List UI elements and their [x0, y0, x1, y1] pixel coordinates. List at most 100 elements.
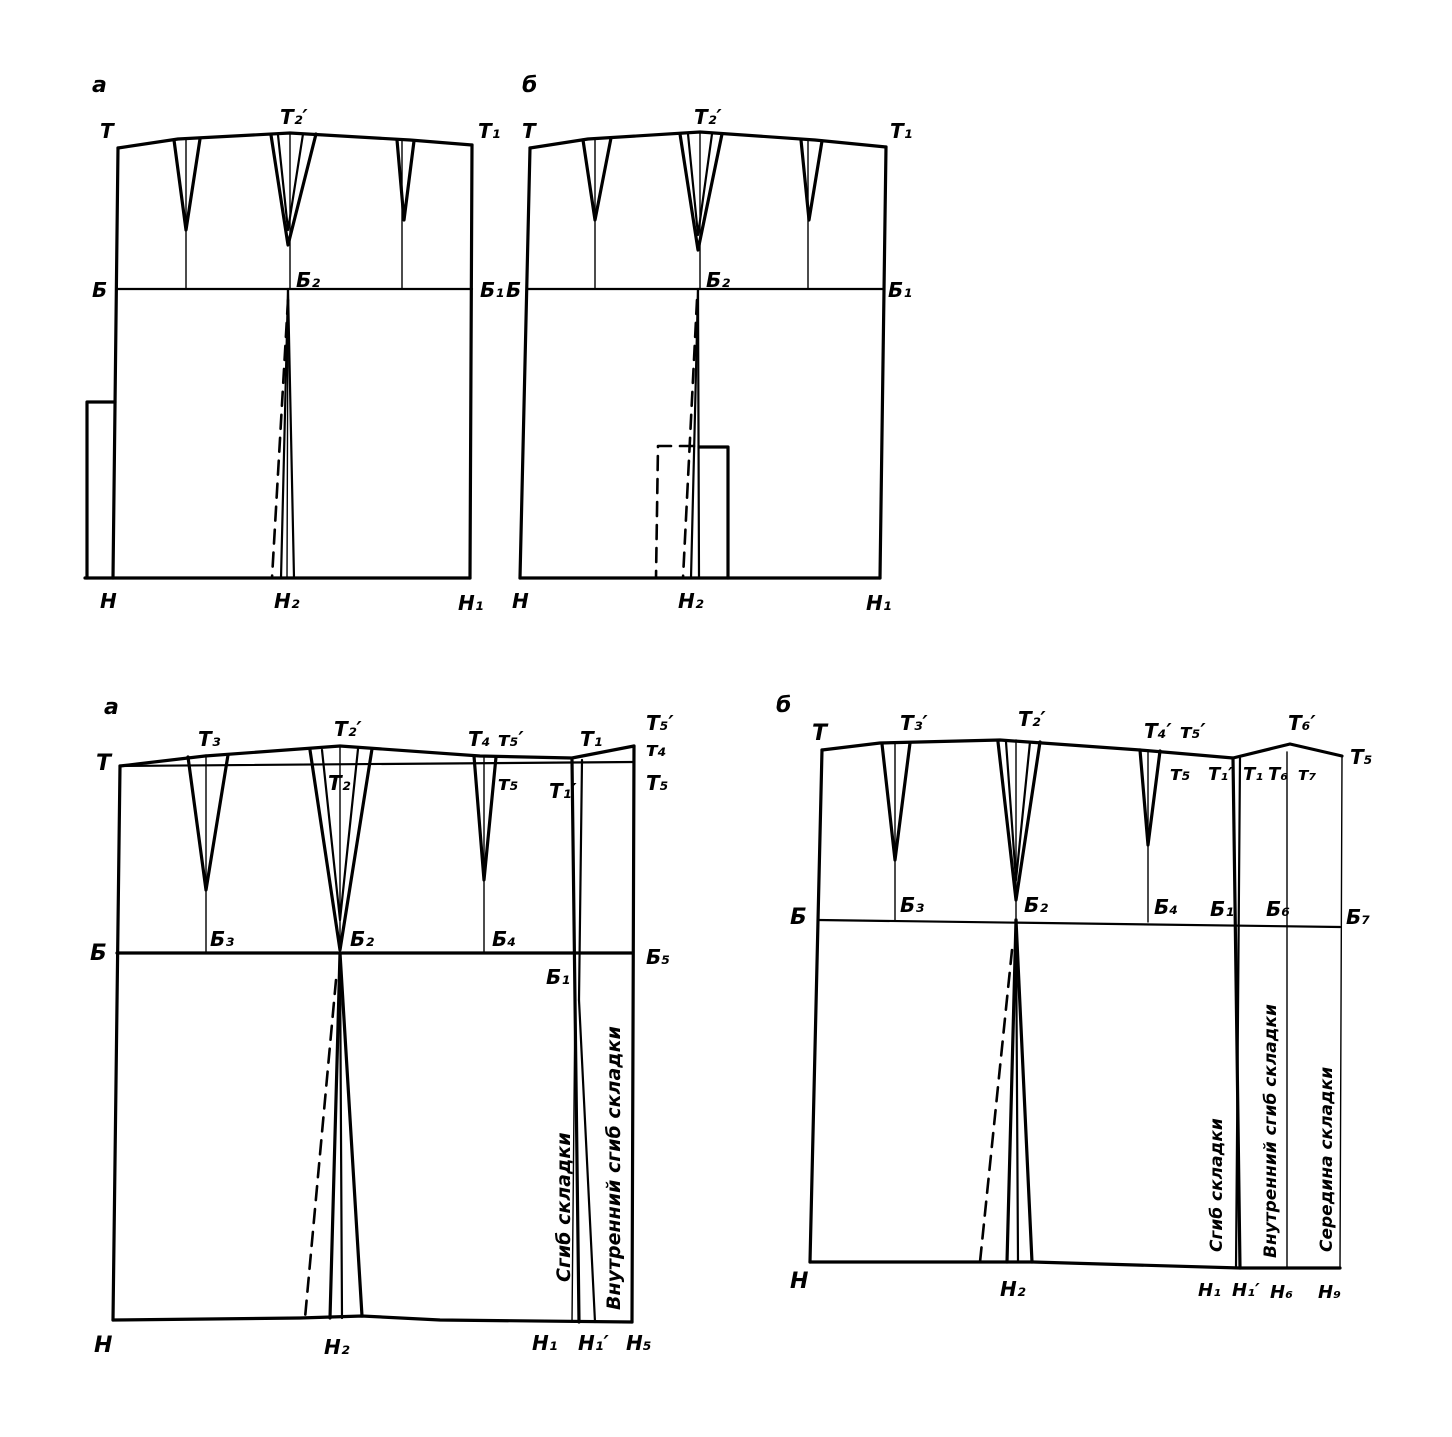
panel-letter: б: [522, 73, 537, 98]
caption-fold: Сгиб складки: [553, 1132, 575, 1282]
hem-line: [808, 1260, 1342, 1270]
side-seam-left: [111, 146, 120, 580]
label-hem-center: Н₂: [274, 589, 300, 613]
label-b3: Б₃: [210, 927, 234, 951]
label-t6p: Т₆′: [1288, 711, 1316, 735]
dart-right: [472, 754, 498, 882]
center-dashed: [681, 298, 699, 580]
pleat-fold-line-2: [577, 758, 584, 1002]
center-line-a: [328, 951, 342, 1320]
center-line-a: [1005, 918, 1018, 1264]
label-hem-left: Н: [512, 589, 529, 613]
label-hem-left: Н: [94, 1333, 112, 1358]
dart-right: [799, 138, 824, 222]
label-h1: Н₁: [1198, 1280, 1221, 1301]
label-m5p: т₅′: [1180, 719, 1206, 743]
label-t1: Т₁: [580, 727, 602, 751]
center-line-b: [1014, 918, 1034, 1264]
label-h1p: Н₁′: [578, 1331, 609, 1355]
label-hem-left: Н: [100, 589, 117, 613]
label-hip-center: Б₂: [1024, 893, 1048, 917]
panel-bottom-left: а Т Т₃ Т₂′ Т₂ Т₄ т₅′ Т₁ Т₅′ т₄: [90, 695, 674, 1359]
label-waist-right: Т₁: [478, 119, 500, 143]
label-hip-left: Б: [506, 278, 521, 302]
label-h1: Н₁: [532, 1331, 558, 1355]
label-b4: Б₄: [1154, 895, 1178, 919]
label-t3: Т₃: [198, 727, 221, 751]
hem-line: [111, 1314, 634, 1324]
pleat-fold-line-3: [577, 998, 597, 1324]
label-b5: Б₅: [646, 945, 670, 969]
label-waist-left: Т: [96, 751, 113, 776]
label-t5: Т₅: [1350, 745, 1372, 769]
dart-center: [996, 740, 1042, 902]
label-t1p: Т₁′: [1208, 764, 1233, 785]
label-h5: Н₅: [626, 1331, 652, 1355]
panel-letter: б: [776, 693, 791, 718]
waist-line: [116, 131, 474, 150]
center-line-c: [1014, 918, 1020, 1264]
label-waist-right: Т₁: [890, 119, 912, 143]
dart-left: [880, 741, 912, 862]
label-waist-left: Т: [522, 119, 537, 143]
side-seam-right: [1339, 755, 1343, 1269]
label-b3: Б₃: [900, 893, 924, 917]
center-dashed: [270, 298, 290, 580]
label-h9: Н₉: [1318, 1282, 1341, 1303]
panel-bottom-right: б Т Т₃′ Т₂′ Т₄′ т₅′ Т₆′ Т₅ т₅ Т₁′ Т₁ Т₆: [776, 693, 1372, 1303]
pleat-extension: [85, 400, 117, 580]
side-seam-left: [808, 748, 824, 1264]
label-t4p: Т₄′: [1144, 719, 1172, 743]
panel-top-right: б Т Т₂′ Т₁ Б Б₂ Б₁ Н Н₂ Н₁: [506, 73, 912, 615]
side-seam-left: [518, 146, 532, 580]
caption-fold: Сгиб складки: [1207, 1118, 1227, 1252]
label-hip-center: Б₂: [706, 268, 730, 292]
panel-top-left: а Т Т₂′ Т₁ Б Б₂ Б₁ Н Н₂ Н₁: [83, 73, 504, 615]
side-seam-right: [468, 143, 474, 580]
label-waist-center: Т₂′: [280, 105, 308, 129]
pleat-extension: [697, 445, 730, 580]
label-h1p: Н₁′: [1232, 1280, 1260, 1301]
waist-line: [118, 744, 636, 768]
panel-letter: а: [104, 695, 119, 720]
center-dashed: [978, 948, 1014, 1264]
label-waist-left: Т: [812, 721, 829, 746]
dart-center-inner: [686, 132, 714, 237]
label-waist-center: Т₂′: [1018, 707, 1046, 731]
dart-center: [678, 132, 724, 252]
pleat-fold-line: [1231, 756, 1242, 1270]
label-hip-right: Б₁: [480, 278, 504, 302]
label-m7: т₇: [1298, 764, 1316, 785]
pleat-fold-line: [570, 758, 581, 1324]
label-hem-left: Н: [790, 1269, 808, 1294]
label-hem-center: Н₂: [678, 589, 704, 613]
label-t1: Т₁: [1243, 764, 1263, 785]
waist-line: [820, 738, 1344, 760]
label-b1: Б₁: [1210, 897, 1234, 921]
center-dashed: [303, 978, 338, 1320]
label-t6: Т₆: [1268, 764, 1288, 785]
label-hip-left: Б: [790, 905, 807, 930]
dart-right: [1138, 748, 1162, 847]
center-line-2: [286, 287, 296, 580]
side-seam-left: [111, 764, 122, 1322]
label-t3p: Т₃′: [900, 711, 928, 735]
label-hip-left: Б: [92, 278, 107, 302]
center-line-2: [696, 287, 701, 580]
center-line-b: [338, 951, 364, 1318]
label-m4: т₄: [646, 737, 666, 761]
waist-line-lower: [118, 760, 636, 768]
center-line-3: [286, 288, 289, 579]
label-t1p: Т₁′: [549, 779, 577, 803]
label-m5: т₅: [1170, 761, 1190, 785]
pleat-fold-line-4: [571, 999, 576, 1323]
label-hem-center: Н₂: [324, 1335, 350, 1359]
panel-letter: а: [92, 73, 107, 98]
label-m5: т₅: [498, 771, 518, 795]
side-seam-right: [630, 744, 636, 1324]
label-t4: Т₄: [468, 727, 490, 751]
dart-left: [186, 753, 230, 892]
pleat-fold-line-2: [1234, 756, 1242, 1270]
center-line: [689, 287, 700, 580]
